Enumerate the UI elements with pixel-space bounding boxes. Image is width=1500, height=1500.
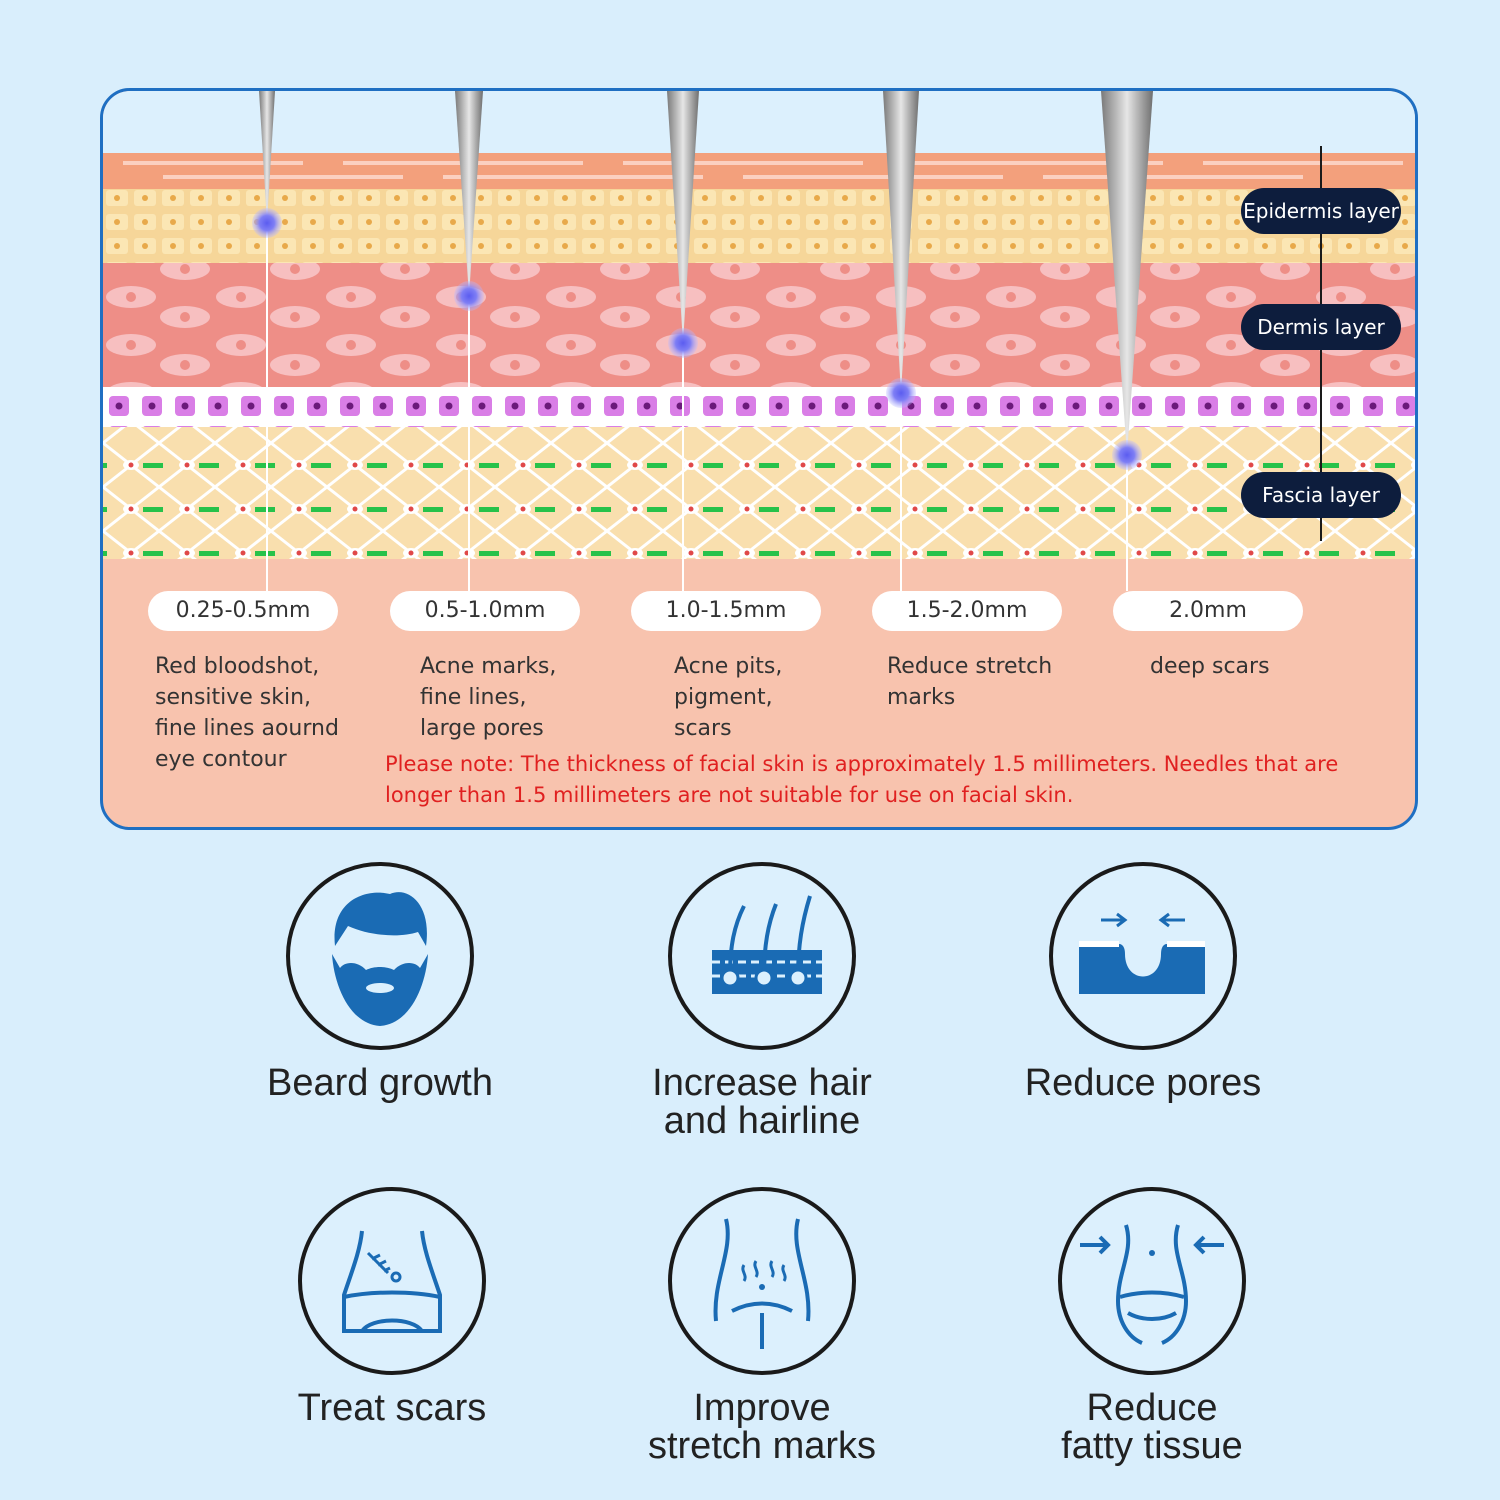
needle-description-2: Acne marks, fine lines, large pores bbox=[420, 654, 557, 741]
needle-depth-5: 2.0mm bbox=[1113, 591, 1303, 631]
benefit-label: Increase hair and hairline bbox=[652, 1062, 872, 1142]
needle-description-5: deep scars bbox=[1150, 654, 1270, 679]
benefit-label: Beard growth bbox=[266, 1062, 493, 1104]
needle-group bbox=[252, 91, 1153, 591]
benefit-label: Treat scars bbox=[297, 1387, 487, 1429]
microneedle-1 bbox=[259, 91, 275, 223]
benefit-label: Improve stretch marks bbox=[647, 1387, 877, 1467]
benefit-pores: Reduce pores bbox=[993, 862, 1293, 1102]
fascia-layer-label: Fascia layer bbox=[1241, 472, 1401, 518]
needle-depth-1: 0.25-0.5mm bbox=[148, 591, 338, 631]
benefit-beard-growth: Beard growth bbox=[230, 862, 530, 1102]
microneedle-4 bbox=[883, 91, 919, 393]
needle-description-3: Acne pits, pigment, scars bbox=[674, 654, 783, 741]
facial-skin-note: Please note: The thickness of facial ski… bbox=[385, 752, 1339, 807]
dermis-band bbox=[103, 263, 1415, 387]
needle-depth-2: 0.5-1.0mm bbox=[390, 591, 580, 631]
needle-tip-dot-3 bbox=[668, 328, 698, 358]
waist-slim-icon bbox=[1058, 1187, 1246, 1375]
dermis-layer-label: Dermis layer bbox=[1241, 304, 1401, 350]
benefit-hair: Increase hair and hairline bbox=[612, 862, 912, 1140]
microneedle-2 bbox=[455, 91, 483, 296]
needle-depth-3: 1.0-1.5mm bbox=[631, 591, 821, 631]
benefit-label: Reduce pores bbox=[1024, 1062, 1262, 1104]
needle-tip-dot-1 bbox=[252, 208, 282, 238]
microneedle-3 bbox=[667, 91, 699, 343]
benefit-scars: Treat scars bbox=[242, 1187, 542, 1427]
needle-description-4: Reduce stretch marks bbox=[887, 654, 1053, 710]
skin-layers-diagram: Epidermis layer Dermis layer Fascia laye… bbox=[100, 88, 1418, 830]
beard-icon bbox=[286, 862, 474, 1050]
surface-band bbox=[103, 153, 1415, 189]
epidermis-band bbox=[103, 189, 1415, 263]
abdomen-scar-icon bbox=[298, 1187, 486, 1375]
needle-tip-dot-2 bbox=[454, 281, 484, 311]
microneedle-5 bbox=[1101, 91, 1153, 455]
needle-tip-dot-5 bbox=[1112, 440, 1142, 470]
benefit-label: Reduce fatty tissue bbox=[1061, 1387, 1243, 1467]
stretch-marks-icon bbox=[668, 1187, 856, 1375]
hair-follicle-icon bbox=[668, 862, 856, 1050]
skin-cross-section bbox=[103, 91, 1415, 591]
needle-depth-4: 1.5-2.0mm bbox=[872, 591, 1062, 631]
needle-description-1: Red bloodshot, sensitive skin, fine line… bbox=[155, 654, 339, 772]
basal-cell-band bbox=[103, 387, 1415, 427]
benefit-fatty-tissue: Reduce fatty tissue bbox=[1002, 1187, 1302, 1465]
needle-tip-dot-4 bbox=[886, 378, 916, 408]
benefit-stretch-marks: Improve stretch marks bbox=[612, 1187, 912, 1465]
pore-icon bbox=[1049, 862, 1237, 1050]
epidermis-layer-label: Epidermis layer bbox=[1241, 188, 1401, 234]
fascia-band bbox=[103, 427, 1415, 559]
